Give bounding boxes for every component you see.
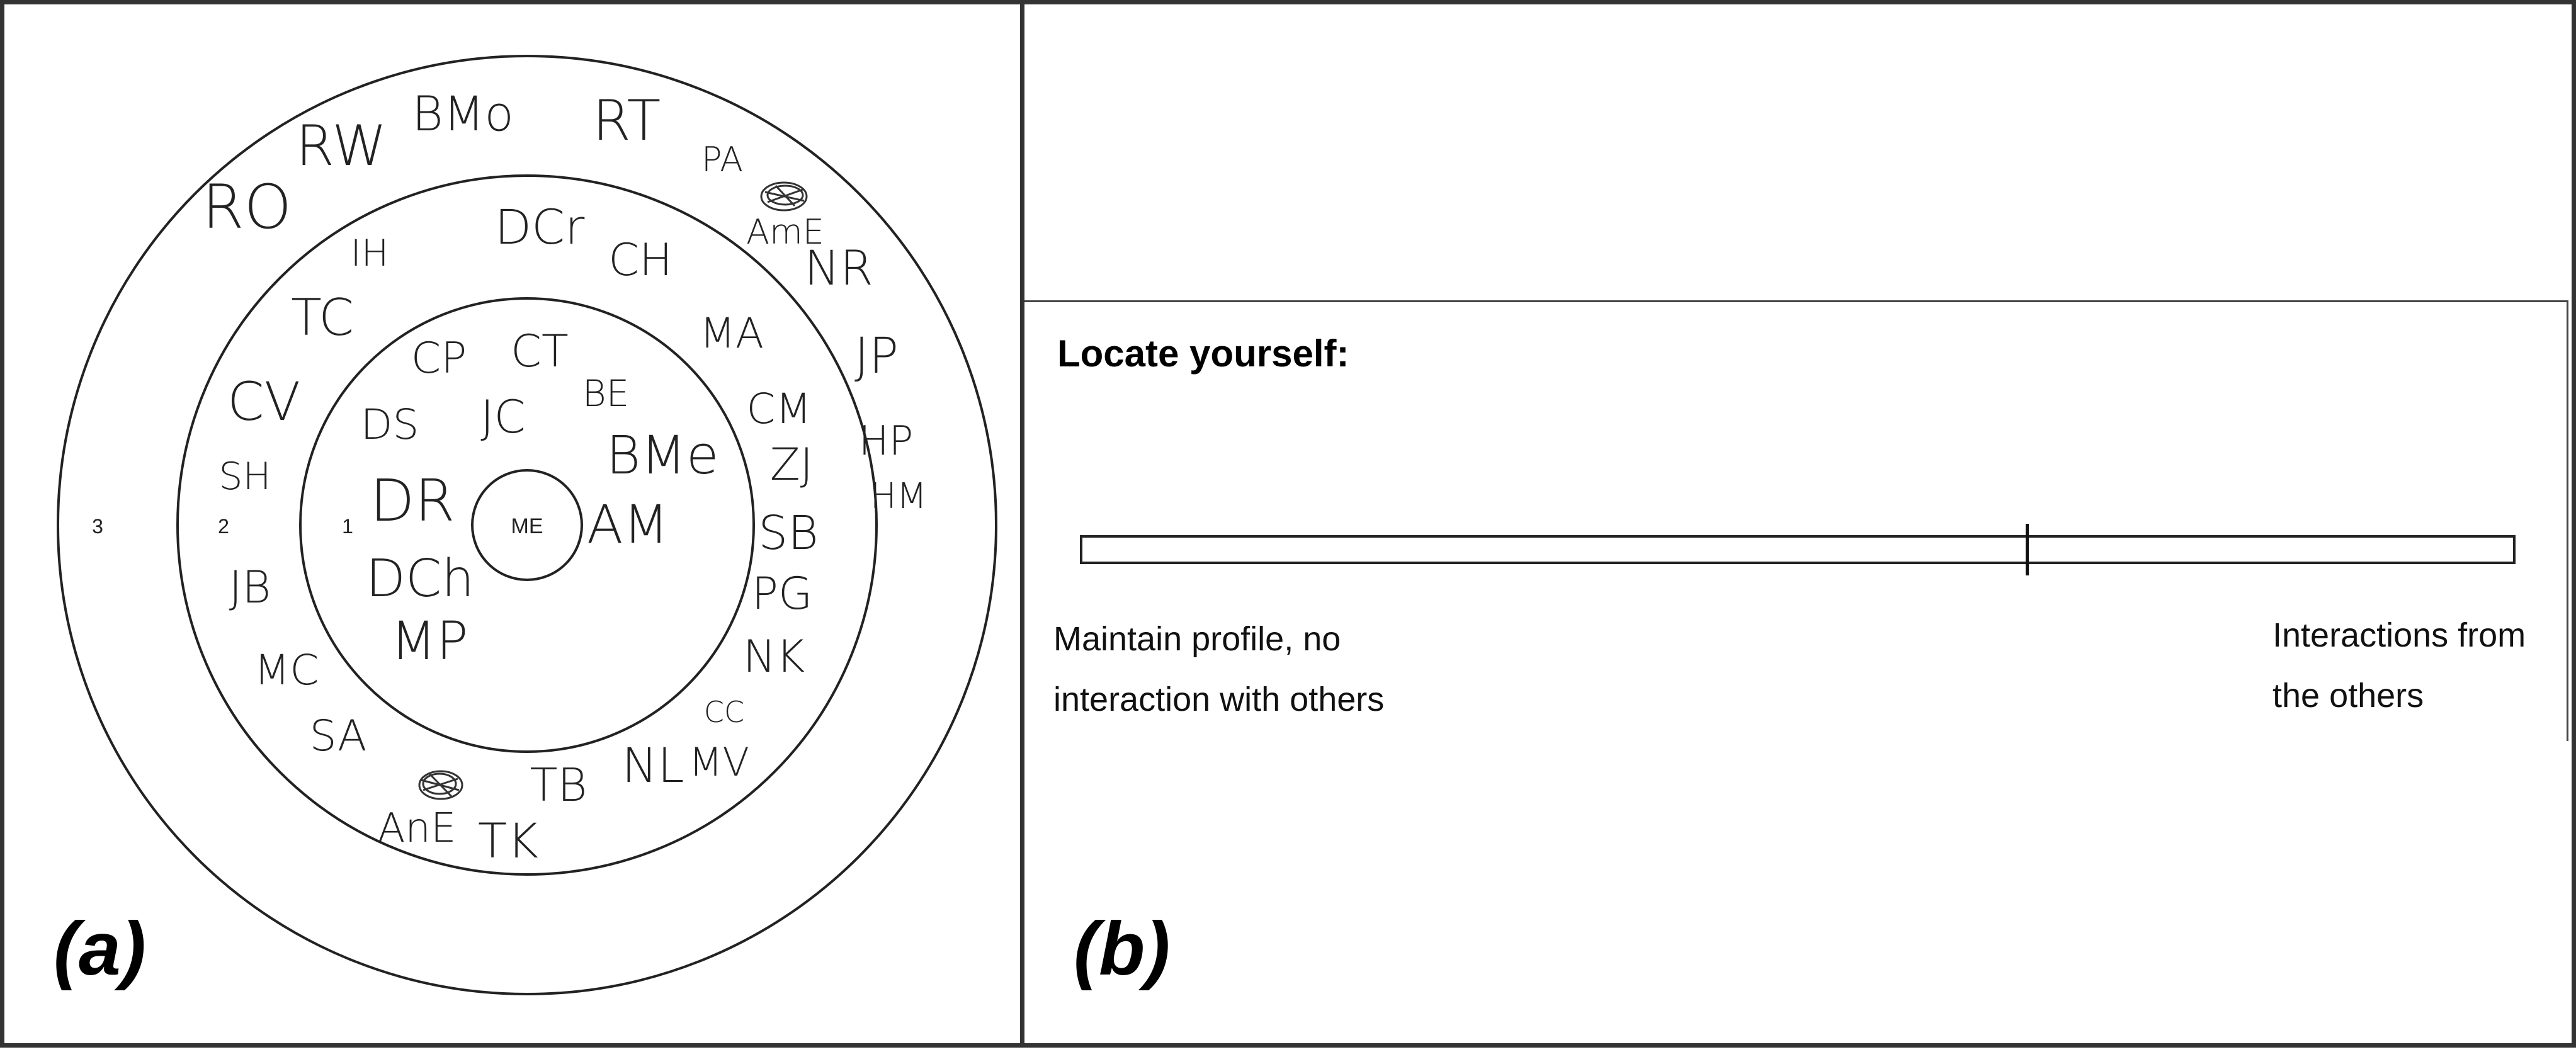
name-sh: SH bbox=[218, 455, 271, 499]
scale-position-mark[interactable] bbox=[2025, 524, 2029, 575]
name-sb: SB bbox=[758, 506, 818, 560]
name-mp: MP bbox=[390, 610, 468, 672]
name-ane: AnE bbox=[378, 805, 457, 852]
name-be: BE bbox=[582, 372, 630, 415]
name-am: AM bbox=[587, 494, 669, 555]
name-cv: CV bbox=[227, 371, 300, 433]
scale-right-line-1: Interactions from bbox=[2272, 616, 2526, 654]
name-nk: NK bbox=[743, 631, 805, 682]
name-mv: MV bbox=[689, 739, 749, 785]
name-dch: DCh bbox=[366, 549, 474, 609]
name-ih: IH bbox=[351, 232, 389, 274]
ring-number-1: 1 bbox=[342, 515, 353, 538]
name-nr: NR bbox=[804, 240, 873, 296]
locate-yourself-title: Locate yourself: bbox=[1057, 332, 1349, 375]
panel-b: Locate yourself: Maintain profile, no in… bbox=[1020, 0, 2576, 1048]
inner-circle-1 bbox=[299, 297, 755, 753]
concentric-circles-diagram: ME 1 2 3 CP CT BE DS JC BMe DR AM DCh MP… bbox=[57, 55, 997, 995]
name-bmo: BMo bbox=[412, 86, 514, 142]
name-cp: CP bbox=[411, 334, 467, 383]
questionnaire-box bbox=[1024, 300, 2568, 741]
scale-track[interactable] bbox=[1080, 524, 2516, 575]
name-zj: ZJ bbox=[770, 439, 814, 490]
me-label: ME bbox=[511, 514, 543, 538]
scale-right-line-2: the others bbox=[2272, 677, 2424, 715]
me-circle bbox=[471, 469, 583, 581]
name-rt: RT bbox=[593, 88, 661, 153]
name-ct: CT bbox=[511, 325, 569, 377]
panel-a-label: (a) bbox=[54, 907, 146, 991]
name-ch: CH bbox=[608, 234, 672, 286]
name-cm: CM bbox=[746, 385, 811, 433]
name-nl: NL bbox=[621, 737, 684, 793]
scale-left-line-2: interaction with others bbox=[1053, 681, 1385, 718]
name-tb: TB bbox=[530, 759, 587, 812]
scribble-mark bbox=[418, 770, 463, 800]
name-tc: TC bbox=[291, 288, 354, 347]
name-sa: SA bbox=[310, 711, 367, 761]
name-ame: AmE bbox=[746, 212, 824, 252]
ring-number-2: 2 bbox=[218, 515, 229, 538]
name-jp: JP bbox=[854, 328, 899, 385]
middle-circle-2 bbox=[176, 174, 878, 876]
name-tk: TK bbox=[478, 813, 538, 869]
scale-right-label: Interactions from the others bbox=[2272, 605, 2526, 726]
panel-a: ME 1 2 3 CP CT BE DS JC BMe DR AM DCh MP… bbox=[0, 0, 1025, 1048]
name-jb: JB bbox=[229, 562, 271, 613]
name-dr: DR bbox=[370, 467, 455, 534]
name-hm: HM bbox=[870, 476, 927, 517]
name-pa: PA bbox=[701, 140, 743, 179]
name-hp: HP bbox=[859, 418, 914, 465]
scale-left-label: Maintain profile, no interaction with ot… bbox=[1053, 609, 1384, 730]
scale-left-line-1: Maintain profile, no bbox=[1053, 620, 1341, 658]
name-rw: RW bbox=[296, 113, 387, 178]
name-ma: MA bbox=[700, 309, 764, 358]
name-jc: JC bbox=[480, 390, 526, 443]
ring-number-3: 3 bbox=[92, 515, 103, 538]
name-dcr: DCr bbox=[495, 199, 586, 255]
name-pg: PG bbox=[752, 568, 812, 619]
name-ds: DS bbox=[361, 400, 419, 449]
outer-circle-3 bbox=[57, 55, 997, 995]
name-cc: CC bbox=[704, 695, 744, 729]
name-mc: MC bbox=[254, 646, 319, 694]
name-bme: BMe bbox=[606, 424, 718, 486]
panel-b-label: (b) bbox=[1074, 907, 1171, 991]
name-ro: RO bbox=[202, 172, 292, 242]
scribble-mark bbox=[760, 181, 808, 212]
